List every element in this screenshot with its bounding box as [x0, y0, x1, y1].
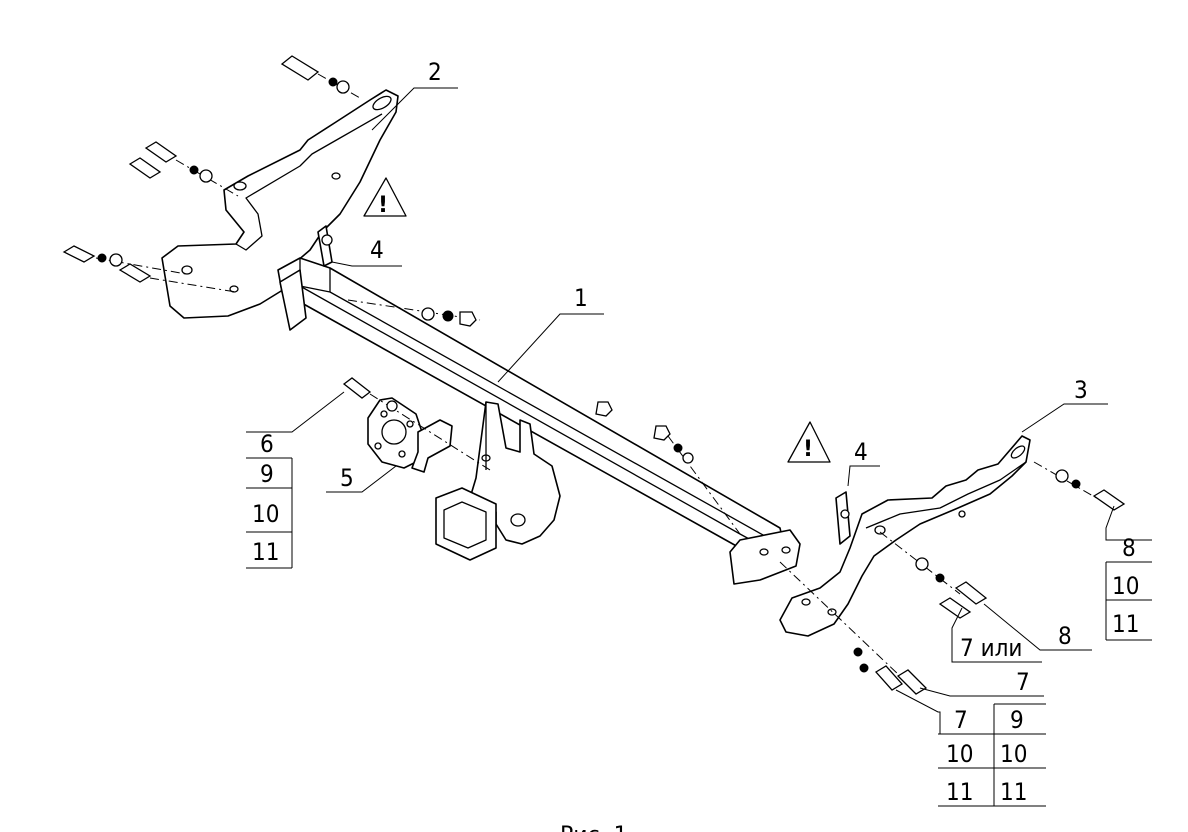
label-part-8-bottom: 8	[1058, 622, 1072, 650]
label-part-5: 5	[340, 464, 354, 492]
label-stack-6-row4: 11	[252, 538, 279, 566]
label-part-7-top: 7	[1016, 668, 1030, 696]
label-stack-9-row1: 9	[1010, 706, 1024, 734]
warning-symbol-right: !	[803, 437, 813, 462]
label-stack-boxes	[246, 457, 1152, 807]
label-stack-8-row2: 10	[1112, 572, 1139, 600]
crossbar-fasteners	[347, 299, 741, 535]
label-stack-8-row3: 11	[1112, 610, 1139, 638]
label-stack-6-row1: 6	[260, 430, 274, 458]
label-part-2: 2	[428, 58, 442, 86]
warning-sign-left: !	[363, 177, 407, 218]
label-stack-7-row3: 11	[946, 778, 973, 806]
label-stack-6-row3: 10	[252, 500, 279, 528]
label-stack-8-row1: 8	[1122, 534, 1136, 562]
left-bracket-fasteners	[62, 55, 361, 293]
clip-part-left	[317, 225, 333, 267]
warning-symbol-left: !	[378, 193, 388, 218]
leader-lines	[246, 87, 1152, 734]
label-part-1: 1	[574, 284, 588, 312]
right-mounting-bracket	[779, 435, 1031, 637]
hitch-receiver	[435, 401, 561, 561]
right-bracket-fasteners	[779, 461, 1126, 695]
warning-sign-right: !	[787, 421, 831, 463]
part-labels: 2 1 3 4 4 5 6 9 10 11 8 10 11 7 или 8 7 …	[252, 58, 1139, 806]
main-crossbar	[277, 257, 801, 585]
label-stack-9-row2: 10	[1000, 740, 1027, 768]
clip-part-right	[835, 491, 851, 545]
socket-bracket	[342, 377, 491, 473]
label-7-or: 7 или	[960, 634, 1022, 662]
label-stack-6-row2: 9	[260, 460, 274, 488]
label-part-4-left: 4	[370, 236, 384, 264]
left-mounting-bracket	[161, 89, 399, 319]
label-part-4-right: 4	[854, 438, 868, 466]
label-part-3: 3	[1074, 376, 1088, 404]
figure-caption: Рис. 1	[560, 823, 628, 832]
label-stack-9-row3: 11	[1000, 778, 1027, 806]
label-stack-7-row1: 7	[954, 706, 968, 734]
label-stack-7-row2: 10	[946, 740, 973, 768]
